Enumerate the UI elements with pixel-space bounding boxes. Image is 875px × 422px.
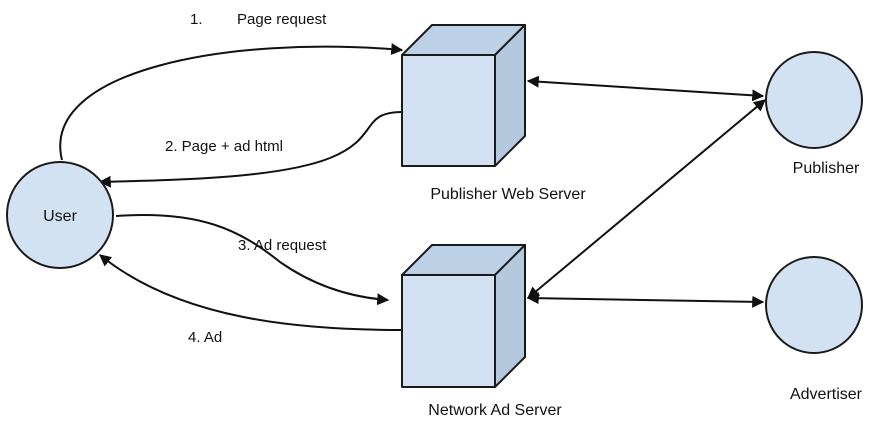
- edge-ad-request: [115, 213, 390, 306]
- edge-page-ad-html: [98, 111, 403, 188]
- network-ad-server-box: [401, 244, 526, 388]
- publisher-web-server-label: Publisher Web Server: [430, 186, 586, 203]
- edge-ad: [99, 254, 403, 331]
- edge-webserver-publisher: [526, 75, 765, 102]
- step-2-label: 2. Page + ad html: [165, 138, 283, 155]
- publisher-node: [765, 51, 863, 149]
- publisher-web-server-box: [401, 24, 526, 167]
- network-ad-server-front: [401, 274, 496, 388]
- step-3-label: 3. Ad request: [238, 237, 327, 254]
- advertiser-node: [765, 256, 863, 354]
- edge-page-request: [59, 43, 404, 161]
- publisher-web-server-front: [401, 54, 496, 167]
- advertiser-label: Advertiser: [790, 386, 863, 403]
- publisher-label: Publisher: [793, 160, 860, 177]
- network-ad-server-label: Network Ad Server: [428, 402, 562, 419]
- step-1-label: Page request: [237, 11, 327, 28]
- edge-adserver-advertiser: [526, 292, 765, 308]
- user-node: [6, 161, 114, 269]
- step-4-label: 4. Ad: [188, 329, 222, 346]
- user-label: User: [43, 208, 77, 225]
- step-1-number: 1.: [190, 11, 203, 28]
- edge-adserver-publisher: [527, 99, 766, 299]
